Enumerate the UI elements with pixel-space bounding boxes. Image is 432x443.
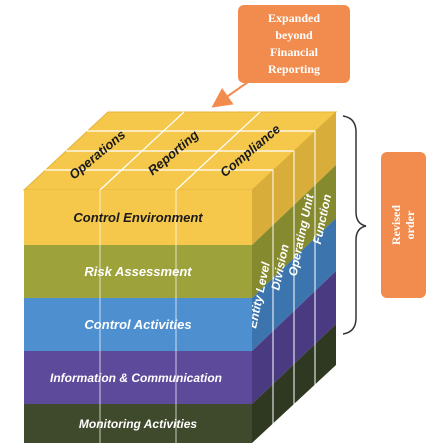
front-band-monitoring-activities — [24, 404, 252, 443]
front-label-risk-assessment: Risk Assessment — [84, 264, 192, 279]
front-band-control-activities — [24, 298, 252, 351]
callout-top-line-3: Financial — [270, 45, 319, 59]
cube-side: Entity Level Division Operating Unit Fun… — [245, 112, 336, 443]
callout-top-line-1: Expanded — [268, 11, 320, 25]
callout-right-box — [381, 152, 426, 298]
callout-arrow — [211, 74, 259, 108]
callout-right: Revised order — [381, 152, 426, 298]
callout-top-line-4: Reporting — [268, 62, 320, 76]
callout-top-box — [238, 5, 350, 83]
front-label-control-environment: Control Environment — [73, 210, 203, 225]
front-band-information-communication — [24, 351, 252, 404]
callout-right-line-2: order — [403, 210, 417, 239]
front-label-control-activities: Control Activities — [84, 317, 191, 332]
front-band-risk-assessment — [24, 245, 252, 298]
front-label-information-communication: Information & Communication — [50, 371, 222, 385]
front-label-monitoring-activities: Monitoring Activities — [79, 417, 198, 431]
cube-front: Control Environment Risk Assessment Cont… — [24, 190, 252, 443]
callout-top: Expanded beyond Financial Reporting — [238, 5, 350, 83]
callout-right-line-1: Revised — [389, 205, 403, 245]
front-band-control-environment — [24, 190, 252, 245]
callout-top-line-2: beyond — [275, 28, 313, 42]
curly-brace — [342, 115, 367, 335]
